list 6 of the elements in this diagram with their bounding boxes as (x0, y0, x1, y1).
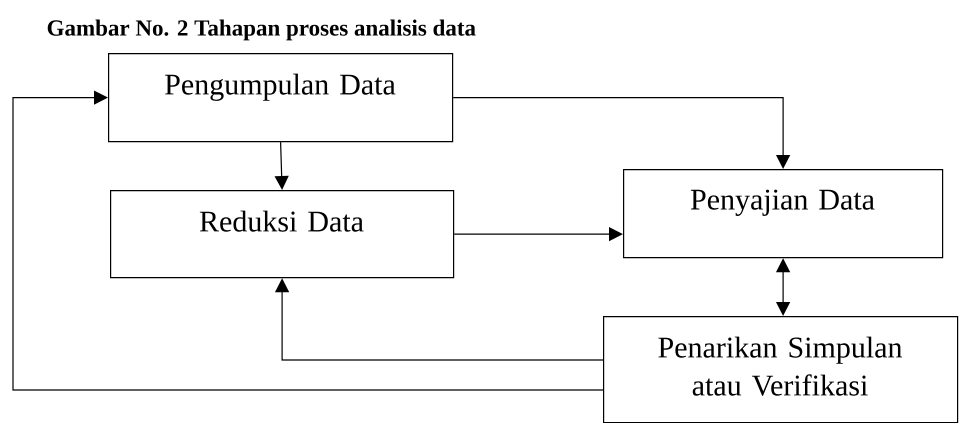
title: Gambar No. 2 Tahapan proses analisis data (48, 20, 476, 40)
process-box: Penyajian Data (623, 169, 944, 258)
process-box: Reduksi Data (110, 190, 454, 278)
arrow (12, 90, 603, 391)
process-box: Penarikan Simpulan atau Verifikasi (603, 316, 958, 423)
process-box: Pengumpulan Data (108, 53, 454, 142)
